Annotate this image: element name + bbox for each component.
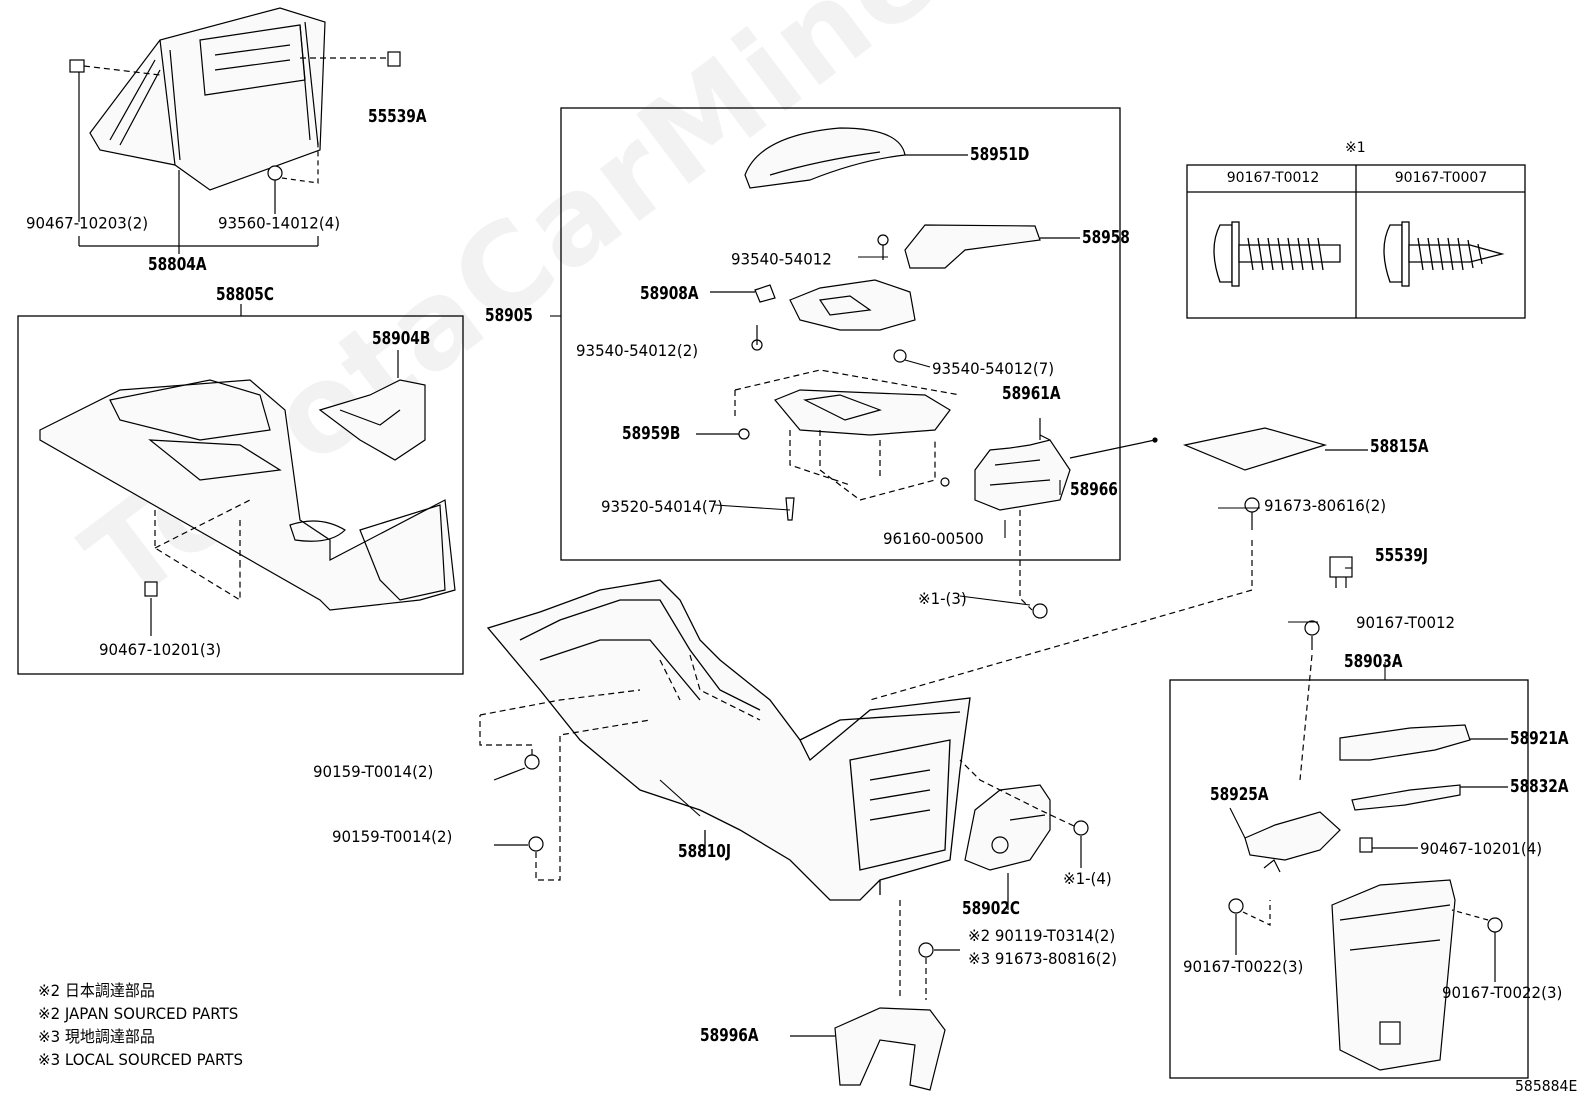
label-93540-54012-2[interactable]: 93540-54012(2) xyxy=(576,341,699,361)
box-58905 xyxy=(560,107,1121,561)
part-58996A xyxy=(790,1007,946,1091)
label-58908A[interactable]: 58908A xyxy=(640,283,699,304)
label-58810J[interactable]: 58810J xyxy=(678,841,732,862)
label-91673-80816[interactable]: ※3 91673-80816(2) xyxy=(968,949,1117,969)
part-58908A-assembly xyxy=(710,279,916,363)
label-58996A[interactable]: 58996A xyxy=(700,1025,759,1046)
label-58966[interactable]: 58966 xyxy=(1070,479,1118,500)
part-58903A xyxy=(1228,724,1508,1071)
label-96160-00500[interactable]: 96160-00500 xyxy=(883,529,984,549)
label-58905[interactable]: 58905 xyxy=(485,305,533,326)
label-93520-54014-7[interactable]: 93520-54014(7) xyxy=(601,497,724,517)
label-58903A[interactable]: 58903A xyxy=(1344,651,1403,672)
label-90167-T0012[interactable]: 90167-T0012 xyxy=(1356,613,1456,633)
part-58815A xyxy=(1182,427,1368,471)
label-90467-10201-3[interactable]: 90467-10201(3) xyxy=(99,640,222,660)
label-91673-80616[interactable]: 91673-80616(2) xyxy=(1264,496,1387,516)
part-58951D xyxy=(744,127,968,189)
label-58959B[interactable]: 58959B xyxy=(622,423,681,444)
label-58902C[interactable]: 58902C xyxy=(962,898,1020,919)
label-90159-T0014-a[interactable]: 90159-T0014(2) xyxy=(313,762,434,782)
label-90467-10203[interactable]: 90467-10203(2) xyxy=(26,213,149,233)
label-58804A[interactable]: 58804A xyxy=(148,254,207,275)
part-58805C xyxy=(39,304,456,636)
box-58903A xyxy=(1169,679,1529,1079)
label-58904B[interactable]: 58904B xyxy=(372,328,431,349)
part-58958 xyxy=(877,224,1080,269)
label-55539A[interactable]: 55539A xyxy=(368,106,427,127)
label-93540-54012[interactable]: 93540-54012 xyxy=(731,249,832,269)
note-local-en: ※3 LOCAL SOURCED PARTS xyxy=(38,1050,243,1070)
label-note1-3[interactable]: ※1-(3) xyxy=(918,589,967,609)
label-55539J[interactable]: 55539J xyxy=(1375,545,1429,566)
label-58815A[interactable]: 58815A xyxy=(1370,436,1429,457)
table-marker: ※1 xyxy=(1345,140,1366,156)
part-58959B-tray xyxy=(696,369,961,521)
label-93540-54012-7[interactable]: 93540-54012(7) xyxy=(932,359,1055,379)
fastener-T0007-illustration xyxy=(1383,221,1505,287)
table-header-T0007: 90167-T0007 xyxy=(1394,170,1488,186)
part-58804A xyxy=(69,7,401,254)
table-header-T0012: 90167-T0012 xyxy=(1226,170,1320,186)
note-japan-en: ※2 JAPAN SOURCED PARTS xyxy=(38,1004,239,1024)
diagram-id: 585884E xyxy=(1515,1078,1578,1096)
part-58961A xyxy=(940,418,1158,619)
fastener-T0012-illustration xyxy=(1213,221,1341,287)
leader-lines xyxy=(550,256,1386,839)
label-58951D[interactable]: 58951D xyxy=(970,144,1030,165)
label-58921A[interactable]: 58921A xyxy=(1510,728,1569,749)
label-58958[interactable]: 58958 xyxy=(1082,227,1130,248)
main-console-fasteners xyxy=(479,654,1089,1000)
label-58805C[interactable]: 58805C xyxy=(216,284,274,305)
label-58961A[interactable]: 58961A xyxy=(1002,383,1061,404)
screw-90167-T0012 xyxy=(1299,620,1320,781)
notes-block: ※2 日本調達部品 ※2 JAPAN SOURCED PARTS ※3 現地調達… xyxy=(38,980,243,1072)
label-58925A[interactable]: 58925A xyxy=(1210,784,1269,805)
label-90167-T0022-a[interactable]: 90167-T0022(3) xyxy=(1183,957,1304,977)
note-local-jp: ※3 現地調達部品 xyxy=(38,1027,155,1047)
note-japan-jp: ※2 日本調達部品 xyxy=(38,981,155,1001)
label-93560-14012[interactable]: 93560-14012(4) xyxy=(218,213,341,233)
label-58832A[interactable]: 58832A xyxy=(1510,776,1569,797)
label-90467-10201-4[interactable]: 90467-10201(4) xyxy=(1420,839,1543,859)
label-90167-T0022-b[interactable]: 90167-T0022(3) xyxy=(1442,983,1563,1003)
part-55539J xyxy=(1329,556,1353,588)
label-note1-4[interactable]: ※1-(4) xyxy=(1063,869,1112,889)
label-90119-T0314[interactable]: ※2 90119-T0314(2) xyxy=(968,926,1116,946)
label-90159-T0014-b[interactable]: 90159-T0014(2) xyxy=(332,827,453,847)
part-58902C xyxy=(964,784,1051,910)
